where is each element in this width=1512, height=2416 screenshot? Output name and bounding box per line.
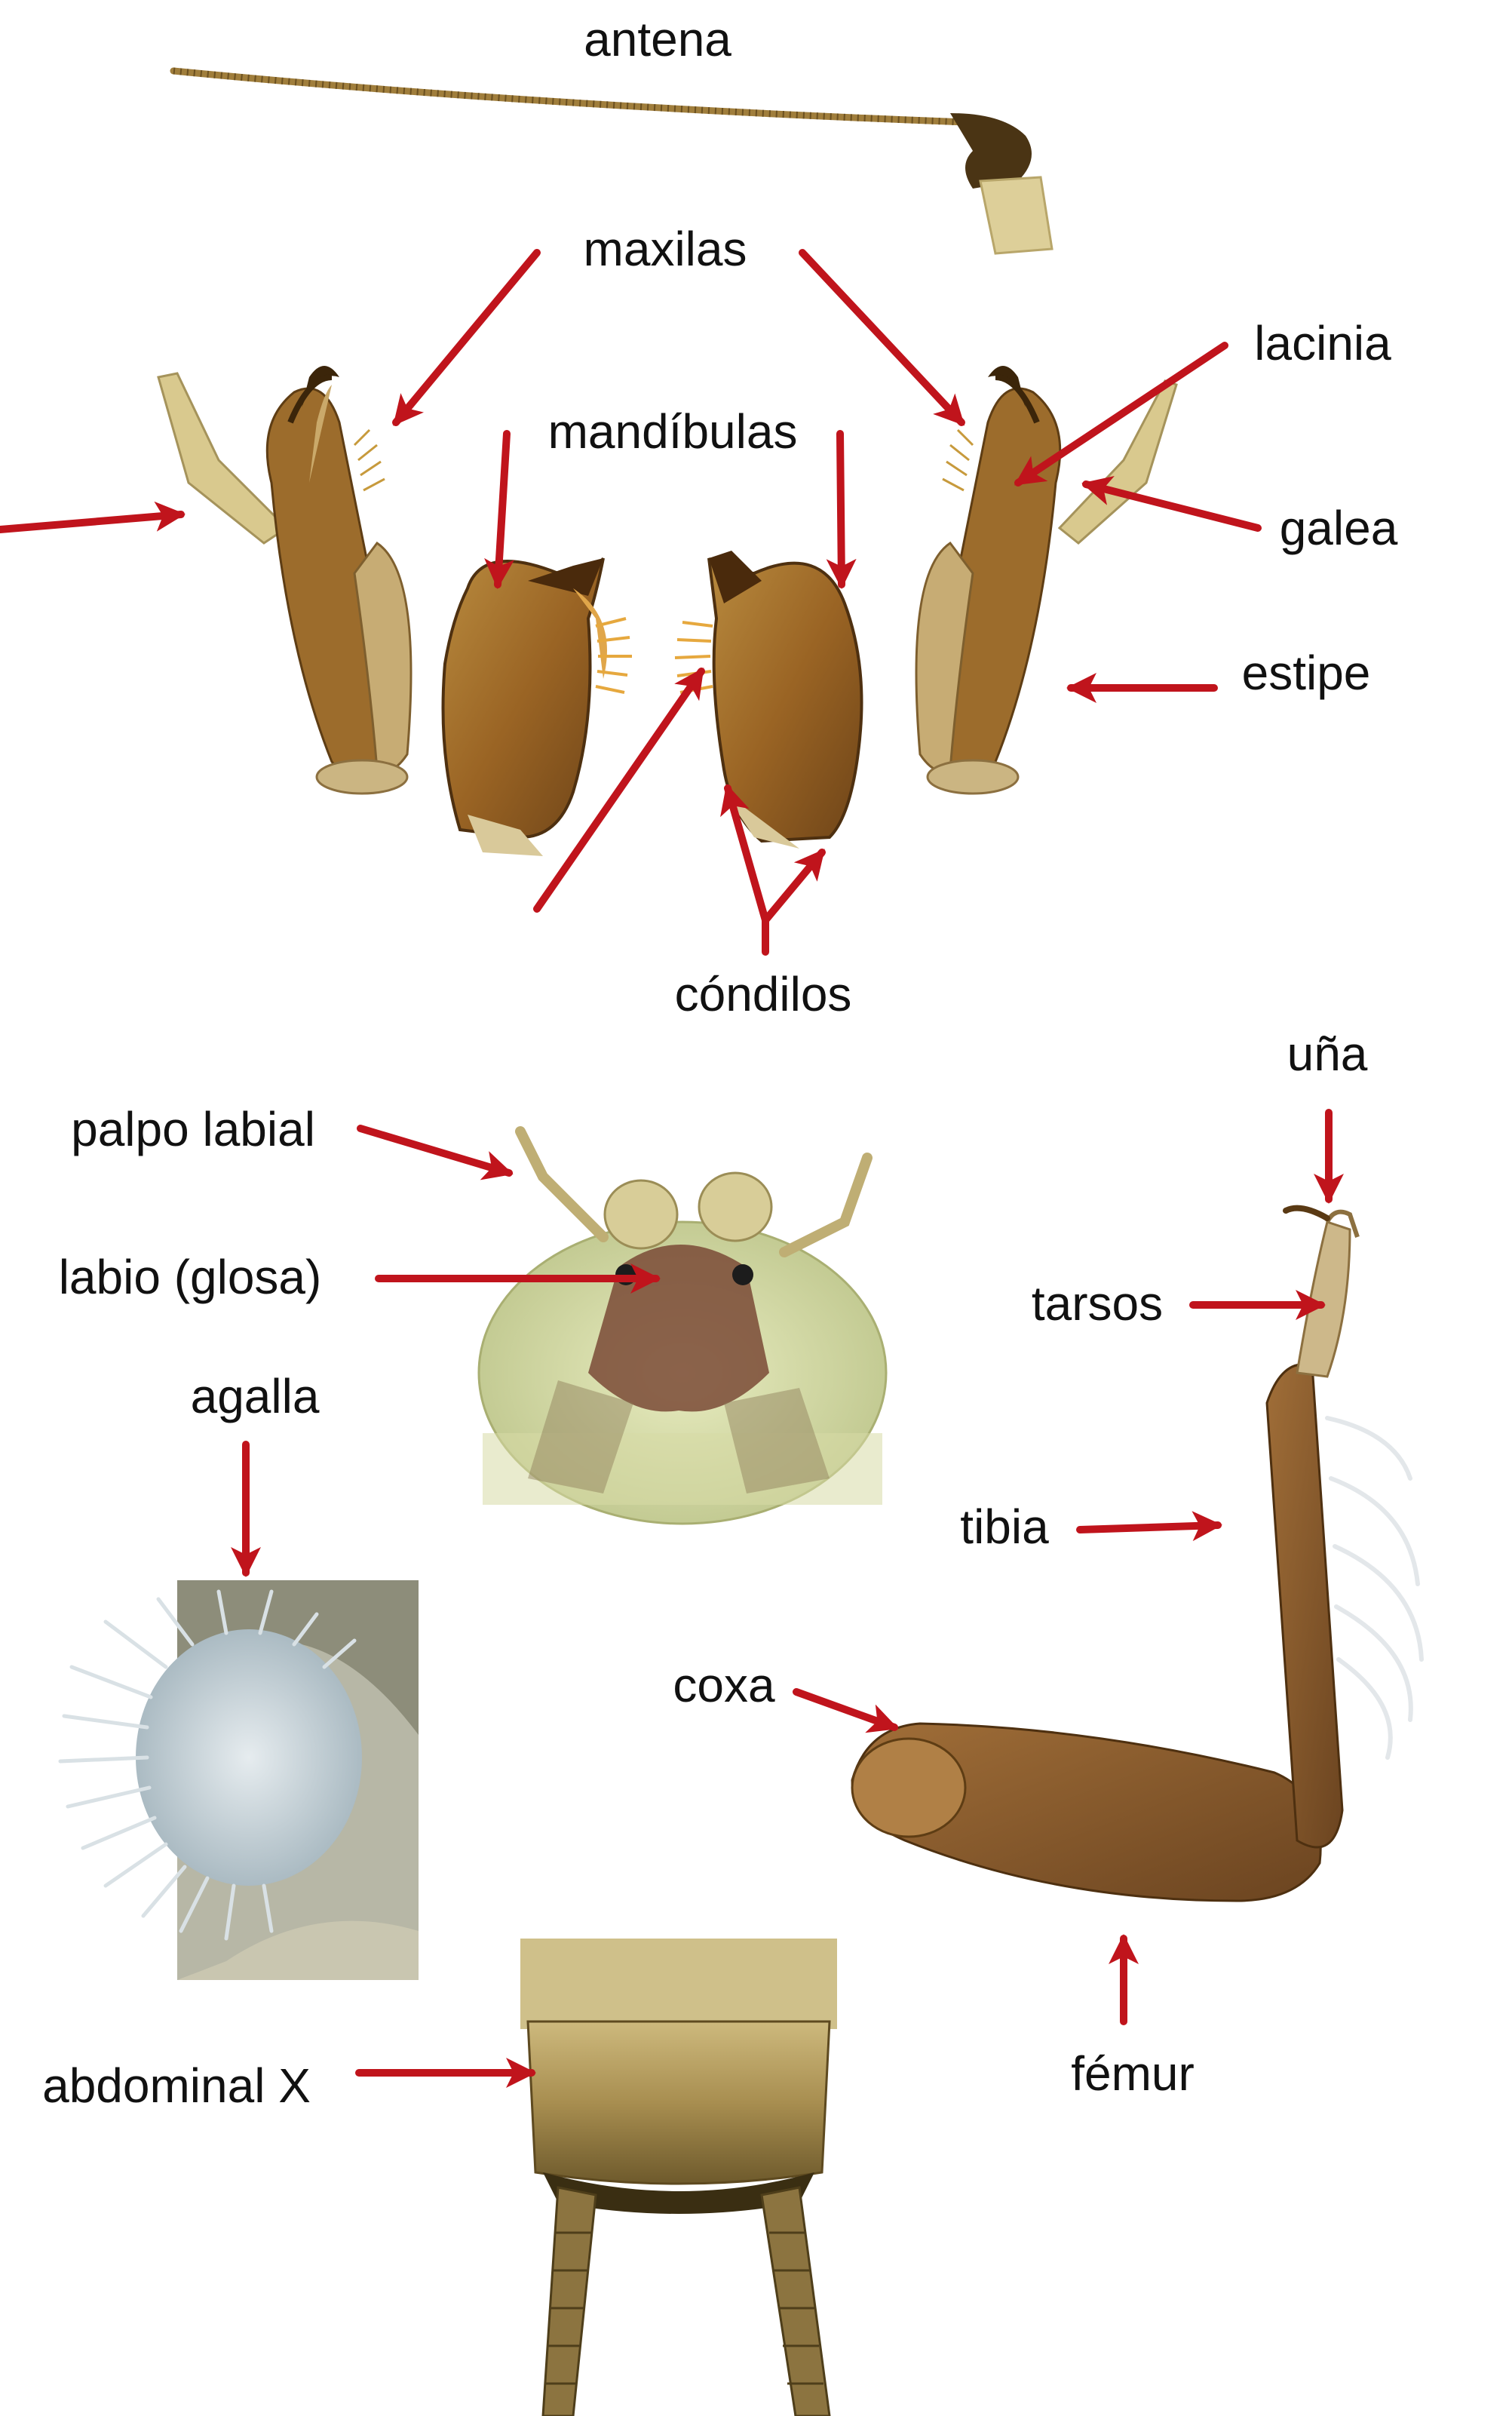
label-lacinia: lacinia (1254, 319, 1391, 367)
arrow-palp-left (0, 514, 181, 530)
label-femur: fémur (1071, 2049, 1195, 2098)
arrow-coxa (796, 1692, 894, 1727)
gill-drawing (60, 1580, 419, 1980)
label-coxa: coxa (673, 1661, 774, 1709)
label-agalla: agalla (191, 1372, 320, 1420)
right-mandible-drawing (675, 551, 862, 849)
labium-drawing (479, 1131, 886, 1524)
arrow-maxilas-left (396, 253, 537, 422)
left-maxilla-drawing (158, 366, 411, 794)
arrow-maxilas-right (802, 253, 961, 422)
label-estipe: estipe (1242, 649, 1371, 697)
label-mandibulas: mandíbulas (548, 407, 798, 456)
arrow-condilos-right (765, 852, 822, 920)
label-abdominal-x: abdominal X (42, 2061, 311, 2110)
right-maxilla-drawing (916, 366, 1176, 794)
label-condilos: cóndilos (675, 970, 852, 1018)
label-palpo-labial: palpo labial (71, 1105, 315, 1153)
arrow-tibia (1080, 1525, 1218, 1530)
label-galea: galea (1280, 504, 1398, 552)
abdomen-drawing (520, 1939, 837, 2416)
label-una: uña (1287, 1030, 1368, 1078)
arrow-mandibulas-right (840, 434, 842, 585)
label-tarsos: tarsos (1032, 1279, 1163, 1328)
label-labio-glosa: labio (glosa) (59, 1253, 322, 1301)
label-antena: antena (584, 15, 731, 63)
label-maxilas: maxilas (584, 225, 747, 273)
arrow-palpo-labial (360, 1128, 509, 1173)
label-tibia: tibia (960, 1503, 1048, 1551)
